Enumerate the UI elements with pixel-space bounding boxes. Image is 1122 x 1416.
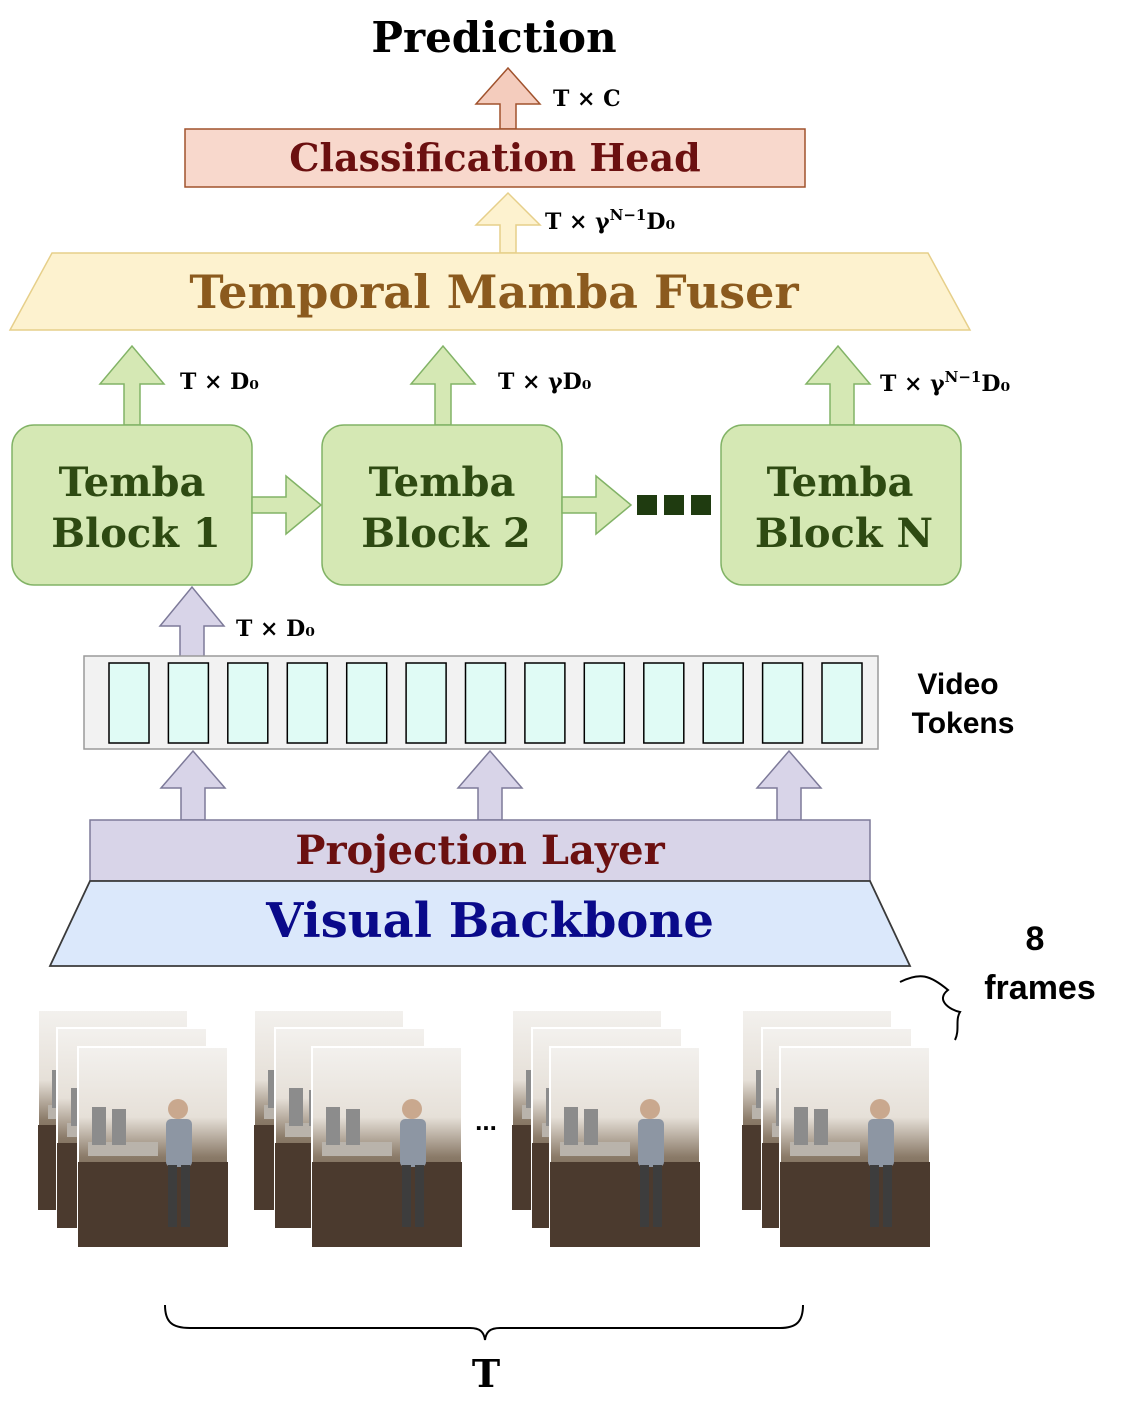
- prediction-title: Prediction: [371, 13, 616, 62]
- fuser-to-head-arrow: [474, 191, 542, 254]
- fuser-output-dim: T × γN−1D₀: [545, 206, 675, 235]
- blockN-output-dim: T × γN−1D₀: [880, 368, 1010, 397]
- frames-brace: [899, 975, 962, 1041]
- temporal-mamba-fuser: [8, 252, 972, 331]
- video-token-1: [108, 662, 150, 744]
- temba-block-1-line1: Temba: [59, 459, 206, 506]
- video-token-2: [167, 662, 210, 744]
- classification-head-box: [184, 128, 806, 188]
- video-token-3: [227, 662, 269, 744]
- temba-block-n-line1: Temba: [767, 459, 914, 506]
- video-tokens-label-line2: Tokens: [912, 707, 1015, 740]
- video-token-11: [702, 662, 744, 744]
- video-token-10: [643, 662, 685, 744]
- frames-count: 8: [1026, 920, 1045, 958]
- temba-block-2-line1: Temba: [369, 459, 516, 506]
- head-output-dim: T × C: [553, 86, 621, 112]
- tokens-dim: T × D₀: [236, 616, 315, 642]
- temba-block-n: Temba Block N: [720, 424, 962, 586]
- block1-to-block2-arrow: [251, 474, 323, 536]
- block2-to-ellipsis-arrow: [561, 474, 633, 536]
- video-tokens-label-line1: Video: [917, 668, 998, 701]
- block1-output-dim: T × D₀: [180, 369, 259, 395]
- temba-block-n-line2: Block N: [755, 510, 933, 557]
- temporal-mamba-fuser-label: Temporal Mamba Fuser: [189, 265, 799, 319]
- time-label: T: [472, 1351, 500, 1396]
- projection-layer-box: [89, 819, 871, 882]
- visual-backbone: [48, 880, 912, 967]
- tokens-to-block1-arrow: [158, 585, 226, 659]
- frame-stack-3: [511, 1009, 701, 1248]
- projection-to-tokens-arrow-3: [755, 749, 823, 821]
- projection-to-tokens-arrow-1: [159, 749, 227, 821]
- video-token-5: [345, 662, 388, 744]
- prediction-arrow: [474, 66, 542, 130]
- video-token-4: [286, 662, 329, 744]
- classification-head-label: Classification Head: [289, 135, 700, 180]
- video-tokens: [108, 662, 863, 744]
- block2-output-dim: T × γD₀: [498, 369, 592, 395]
- temba-block-1: Temba Block 1: [11, 424, 253, 586]
- temba-block-2-line2: Block 2: [361, 510, 531, 557]
- frame-stack-4: [741, 1009, 931, 1248]
- frames-ellipsis: ...: [475, 1106, 497, 1136]
- projection-to-tokens-arrow-2: [456, 749, 524, 821]
- video-token-6: [405, 662, 447, 744]
- temba-block-1-line2: Block 1: [51, 510, 221, 557]
- frame-stack-1: [37, 1009, 229, 1248]
- block1-output-arrow: [98, 344, 166, 426]
- video-token-12: [761, 662, 804, 744]
- video-token-8: [524, 662, 566, 744]
- block-ellipsis: [637, 495, 711, 515]
- video-token-7: [464, 662, 507, 744]
- video-token-9: [583, 662, 626, 744]
- visual-backbone-label: Visual Backbone: [265, 893, 714, 949]
- video-token-13: [821, 662, 863, 744]
- frame-stack-2: [253, 1009, 463, 1248]
- block2-output-arrow: [409, 344, 477, 426]
- time-brace: [164, 1304, 804, 1341]
- temba-block-2: Temba Block 2: [321, 424, 563, 586]
- blockN-output-arrow: [804, 344, 872, 426]
- frames-label: frames: [984, 969, 1096, 1007]
- projection-layer-label: Projection Layer: [295, 827, 665, 874]
